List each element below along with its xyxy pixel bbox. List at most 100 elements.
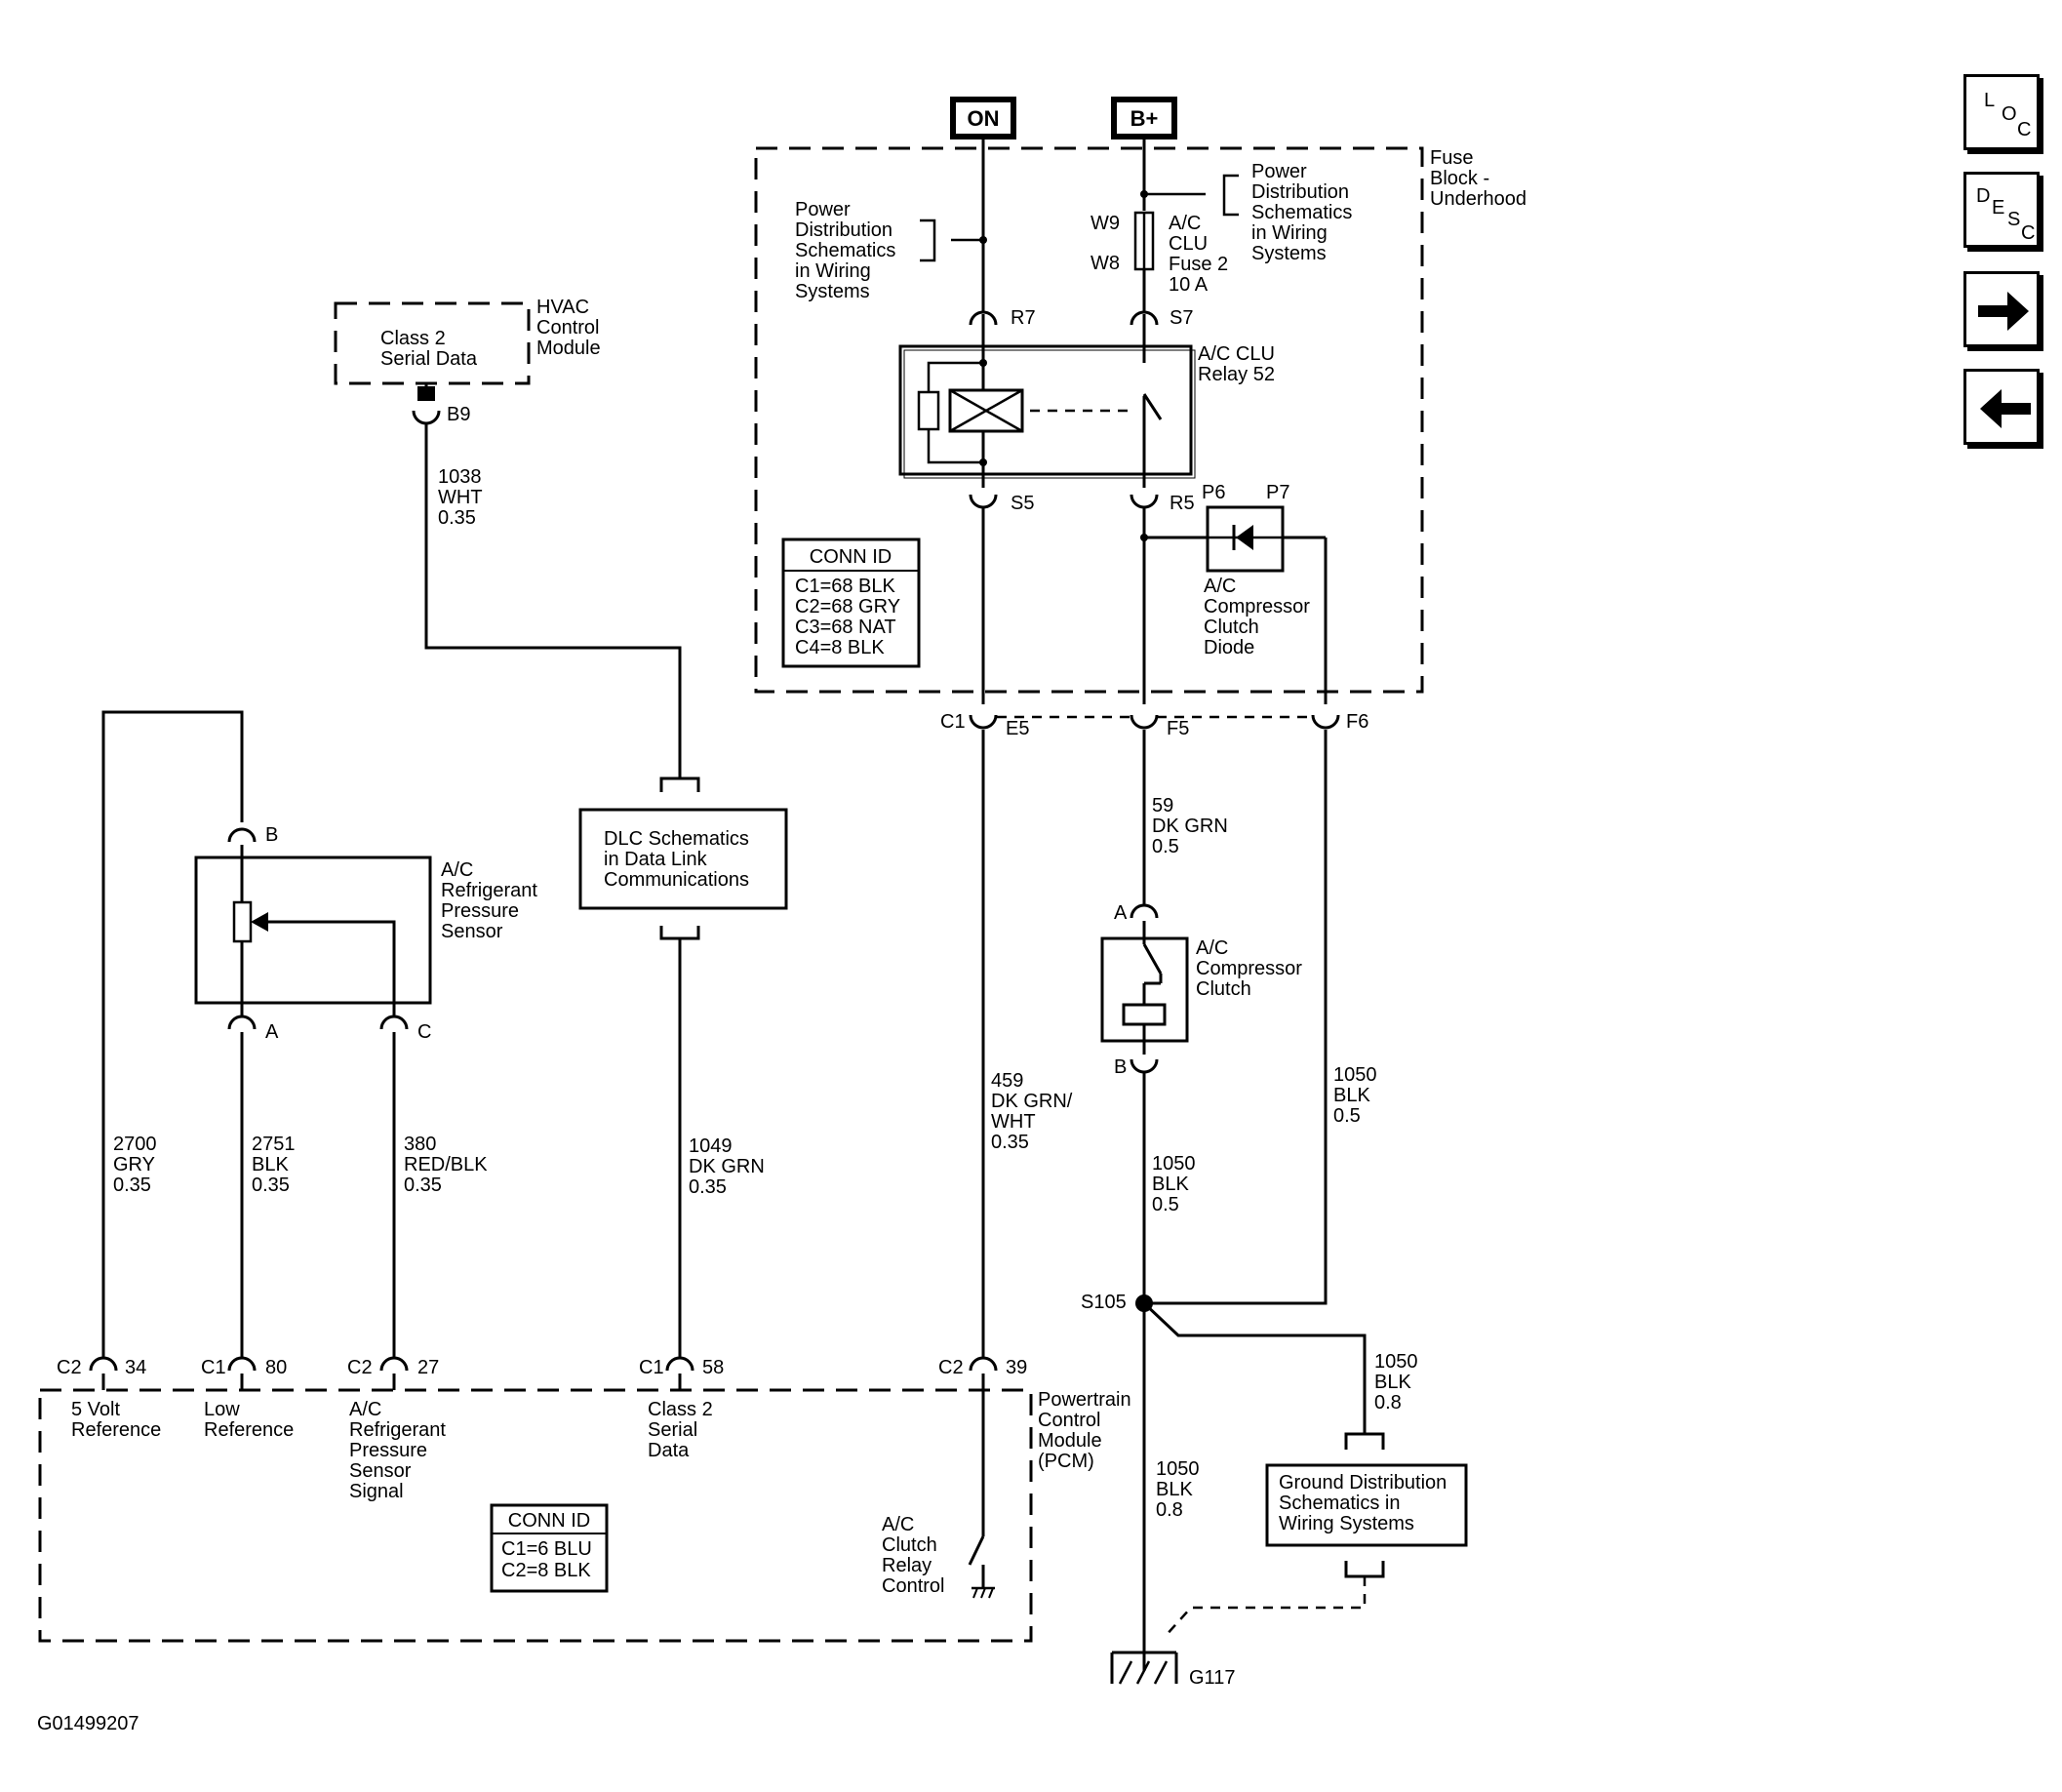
on-label: ON	[968, 106, 1000, 131]
loc-icon: L O C	[1984, 90, 2031, 140]
back-button[interactable]	[1963, 369, 2040, 445]
wire-2751-label: 2751 BLK 0.35	[252, 1134, 300, 1196]
wire-59-label: 59 DK GRN 0.5	[1152, 795, 1233, 857]
p7-label: P7	[1266, 482, 1289, 503]
ground-dist-box	[1265, 1463, 1468, 1547]
wire-2700-label: 2700 GRY 0.35	[113, 1134, 162, 1196]
svg-text:C2=8 BLK: C2=8 BLK	[501, 1560, 591, 1581]
ground-g117-icon	[1110, 1651, 1178, 1685]
r5-connector	[1130, 494, 1159, 509]
ground-dist-link	[1164, 1576, 1367, 1638]
w9-label: W9	[1090, 213, 1120, 234]
c1-label: C1	[940, 711, 966, 733]
svg-text:34: 34	[125, 1357, 146, 1378]
svg-text:C4=8 BLK: C4=8 BLK	[795, 637, 885, 658]
ground-label: G117	[1189, 1667, 1235, 1689]
ground-dist-text: Ground Distribution Schematics in Wiring…	[1279, 1472, 1452, 1534]
svg-text:CONN ID: CONN ID	[508, 1510, 590, 1532]
figure-id: G01499207	[37, 1713, 139, 1734]
diode-symbol	[1236, 525, 1253, 550]
clutch-b-connector	[1130, 1058, 1159, 1074]
b9-label: B9	[447, 404, 470, 425]
wire-1050c-label: 1050 BLK 0.8	[1374, 1351, 1423, 1414]
wire-1050b-label: 1050 BLK 0.5	[1333, 1064, 1382, 1127]
desc-button[interactable]: D E S C	[1963, 172, 2040, 248]
pcm-5v-reference-label: 5 Volt Reference	[71, 1399, 161, 1441]
f6-connector	[1311, 714, 1340, 730]
dlc-top-bracket	[659, 777, 700, 792]
wire-2700	[101, 710, 244, 1359]
wire-1038	[424, 423, 682, 778]
b9-connector	[412, 410, 441, 425]
clutch-coil	[1122, 1003, 1167, 1026]
s7-label: S7	[1170, 307, 1193, 329]
fuse-block-conn-id: CONN ID C1=68 BLK C2=68 GRY C3=68 NAT C4…	[781, 538, 921, 668]
pcm-pin-c1-80: C1 80	[201, 1356, 287, 1390]
clutch-a-label: A	[1114, 902, 1128, 924]
s5-label: S5	[1011, 493, 1034, 514]
arrow-right-icon	[1978, 292, 2029, 331]
wire-380-label: 380 RED/BLK 0.35	[404, 1134, 493, 1196]
clutch-a-connector	[1130, 903, 1159, 919]
desc-letter-d: D	[1976, 185, 1990, 207]
dlc-text: DLC Schematics in Data Link Communicatio…	[604, 828, 755, 891]
pd-right-label: Power Distribution Schematics in Wiring …	[1251, 161, 1358, 264]
r7-label: R7	[1011, 307, 1036, 329]
svg-text:C3=68 NAT: C3=68 NAT	[795, 617, 896, 638]
arrow-left-icon	[1980, 389, 2031, 428]
wire-1050d-label: 1050 BLK 0.8	[1156, 1458, 1205, 1521]
p6-label: P6	[1202, 482, 1225, 503]
svg-text:C2: C2	[347, 1357, 373, 1378]
loc-button[interactable]: L O C	[1963, 74, 2040, 150]
bplus-power-source: B+	[1111, 97, 1177, 139]
pd-right-bracket	[1222, 174, 1239, 217]
diode-label: A/C Compressor Clutch Diode	[1204, 576, 1315, 658]
sensor-label: A/C Refrigerant Pressure Sensor	[441, 859, 543, 942]
e5-connector	[969, 714, 998, 730]
svg-text:C2: C2	[938, 1357, 964, 1378]
hvac-label: HVAC Control Module	[536, 297, 605, 359]
sensor-potentiometer	[232, 900, 253, 943]
conn-id-title: CONN ID	[810, 546, 892, 568]
r5-label: R5	[1170, 493, 1195, 514]
sensor-a-label: A	[265, 1021, 279, 1043]
sensor-b-label: B	[265, 824, 278, 846]
dlc-bottom-bracket	[659, 926, 700, 940]
pcm-ac-signal-label: A/C Refrigerant Pressure Sensor Signal	[349, 1399, 452, 1502]
svg-text:C2: C2	[57, 1357, 82, 1378]
clutch-b-label: B	[1114, 1056, 1127, 1078]
sensor-c-connector	[379, 1015, 409, 1030]
sensor-c-label: C	[417, 1021, 431, 1043]
f5-label: F5	[1167, 718, 1189, 739]
w8-label: W8	[1090, 253, 1120, 274]
desc-letter-c: C	[2021, 222, 2035, 244]
relay-resistor	[917, 390, 940, 431]
wire-1038-label: 1038 WHT 0.35	[438, 466, 488, 529]
pcm-pin-c2-27: C2 27	[347, 1356, 439, 1390]
sensor-b-connector	[227, 827, 257, 843]
sensor-a-connector	[227, 1015, 257, 1030]
forward-button[interactable]	[1963, 271, 2040, 347]
sensor-wiper-arrow	[251, 912, 268, 932]
on-power-source: ON	[950, 97, 1016, 139]
pcm-relay-control-label: A/C Clutch Relay Control	[882, 1514, 944, 1597]
wire-1050-f6	[1144, 730, 1328, 1305]
loc-letter-l: L	[1984, 90, 1995, 111]
fuse-block-label: Fuse Block - Underhood	[1430, 147, 1527, 210]
dlc-box	[578, 808, 788, 910]
wire-1050a-label: 1050 BLK 0.5	[1152, 1153, 1201, 1215]
pcm-label: Powertrain Control Module (PCM)	[1038, 1389, 1136, 1472]
b9-pin	[417, 386, 435, 401]
pd-left-bracket	[920, 219, 936, 262]
pcm-relay-driver-switch	[968, 1535, 985, 1566]
svg-text:27: 27	[417, 1357, 439, 1378]
splice-label: S105	[1081, 1292, 1127, 1313]
svg-text:C1: C1	[201, 1357, 226, 1378]
fuse-block-outline	[754, 146, 1424, 694]
fuse-label: A/C CLU Fuse 2 10 A	[1169, 213, 1234, 296]
f5-connector	[1130, 714, 1159, 730]
desc-letter-s: S	[2007, 209, 2020, 230]
pcm-low-reference-label: Low Reference	[204, 1399, 294, 1441]
desc-letter-e: E	[1992, 197, 2004, 219]
r7-connector	[969, 310, 998, 326]
